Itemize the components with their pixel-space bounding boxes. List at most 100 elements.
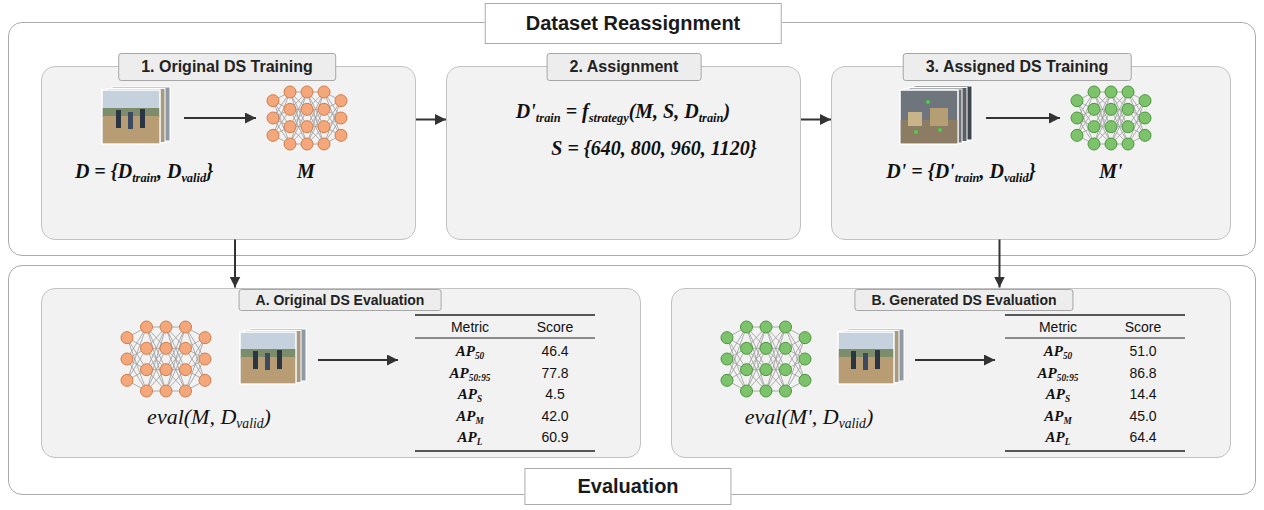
- text-part: M: [1063, 416, 1071, 426]
- table-header: Metric: [451, 319, 489, 335]
- neural-network: [127, 348, 147, 380]
- table-cell: 14.4: [1129, 386, 1156, 402]
- photo-stack: [938, 128, 942, 132]
- neural-network: [721, 321, 811, 397]
- neural-network: [747, 370, 767, 391]
- table-cell: 86.8: [1129, 365, 1156, 381]
- photo-stack: [107, 89, 165, 143]
- neural-network: [307, 92, 324, 127]
- photo-stack: [863, 353, 868, 370]
- neural-network: [1128, 92, 1145, 101]
- neural-network: [741, 364, 753, 376]
- neural-network: [766, 327, 786, 370]
- neural-network: [766, 327, 786, 348]
- photo-stack: [909, 88, 967, 142]
- neural-network: [747, 327, 767, 391]
- text-slot: APL: [458, 428, 483, 446]
- neural-network: [1139, 112, 1151, 124]
- text-part: 51.0: [1129, 343, 1156, 359]
- metric-name: APM: [1044, 408, 1071, 425]
- neural-network: [267, 112, 279, 124]
- neural-network: [747, 348, 767, 369]
- neural-network: [166, 327, 186, 370]
- text-slot: B. Generated DS Evaluation: [854, 289, 1073, 311]
- neural-network: [1077, 101, 1094, 144]
- neural-network: [186, 338, 206, 349]
- text-slot: APS: [1046, 385, 1070, 403]
- process-box: 1. Original DS TrainingD = {Dtrain, Dval…: [41, 66, 416, 240]
- text-part: valid: [181, 170, 206, 184]
- neural-network: [1071, 86, 1151, 150]
- metric-name: APL: [1046, 429, 1071, 446]
- text-slot: 64.4: [1129, 428, 1156, 446]
- neural-network: [290, 144, 307, 145]
- neural-network: [273, 92, 290, 101]
- photo-stack: [904, 89, 962, 143]
- neural-network: [186, 327, 206, 359]
- text-slot: D' = {D'train, Dvalid}: [886, 160, 1035, 183]
- neural-network: [121, 321, 211, 397]
- photo-stack: [908, 112, 922, 126]
- text-part: ): [866, 404, 873, 429]
- neural-network: [127, 380, 147, 391]
- neural-network: [290, 127, 307, 144]
- neural-network: [766, 327, 786, 391]
- neural-network: [335, 112, 347, 124]
- neural-network: [186, 370, 206, 381]
- table-cell: 64.4: [1129, 429, 1156, 445]
- photo-stack: [128, 112, 133, 129]
- neural-network: [147, 348, 167, 349]
- neural-network: [766, 348, 786, 391]
- neural-network: [1111, 92, 1128, 127]
- neural-network: [307, 109, 324, 110]
- neural-network: [747, 348, 767, 391]
- neural-network: [747, 327, 767, 348]
- text-part: 1. Original DS Training: [141, 58, 313, 75]
- step-tab: B. Generated DS Evaluation: [854, 289, 1073, 311]
- neural-network: [324, 92, 341, 135]
- text-part: Dataset Reassignment: [526, 12, 741, 34]
- text-slot: 77.8: [541, 364, 568, 382]
- neural-network: [166, 327, 186, 348]
- neural-network: [180, 385, 192, 397]
- neural-network: [1111, 92, 1128, 109]
- neural-network: [284, 103, 296, 115]
- text-slot: Evaluation: [524, 468, 731, 505]
- neural-network: [1105, 103, 1117, 115]
- neural-network: [273, 101, 290, 144]
- neural-network: [1111, 92, 1128, 93]
- neural-network: [166, 348, 186, 349]
- photo-stack: [241, 357, 296, 383]
- neural-network: [1139, 95, 1151, 107]
- neural-network: [1139, 129, 1151, 141]
- neural-network: [1128, 118, 1145, 127]
- neural-network: [766, 391, 786, 392]
- text-slot: 3. Assigned DS Training: [903, 53, 1132, 81]
- neural-network: [160, 342, 172, 354]
- text-slot: eval(M', Dvalid): [745, 404, 873, 430]
- neural-network: [1111, 127, 1128, 144]
- neural-network: [727, 359, 747, 370]
- neural-network: [307, 109, 324, 144]
- photo-stack: [900, 86, 972, 144]
- neural-network: [324, 92, 341, 118]
- neural-network: [147, 348, 167, 369]
- neural-network: [273, 101, 290, 110]
- neural-network: [747, 370, 767, 391]
- text-part: 50:95: [469, 372, 491, 382]
- neural-network: [186, 327, 206, 380]
- neural-network: [1094, 92, 1111, 109]
- table-cell: 46.4: [541, 343, 568, 359]
- neural-network: [1094, 127, 1111, 144]
- math-expression: D'train = fstrategy(M, S, Dtrain): [516, 100, 730, 123]
- table-cell: 4.5: [545, 386, 564, 402]
- neural-network: [273, 92, 290, 135]
- neural-network: [301, 86, 313, 98]
- neural-network: [1111, 92, 1128, 109]
- neural-network: [1111, 92, 1128, 144]
- photo-stack: [277, 350, 282, 369]
- text-part: 4.5: [545, 386, 564, 402]
- neural-network: [273, 109, 290, 135]
- table-rule: [1005, 314, 1185, 316]
- neural-network: [1128, 135, 1145, 144]
